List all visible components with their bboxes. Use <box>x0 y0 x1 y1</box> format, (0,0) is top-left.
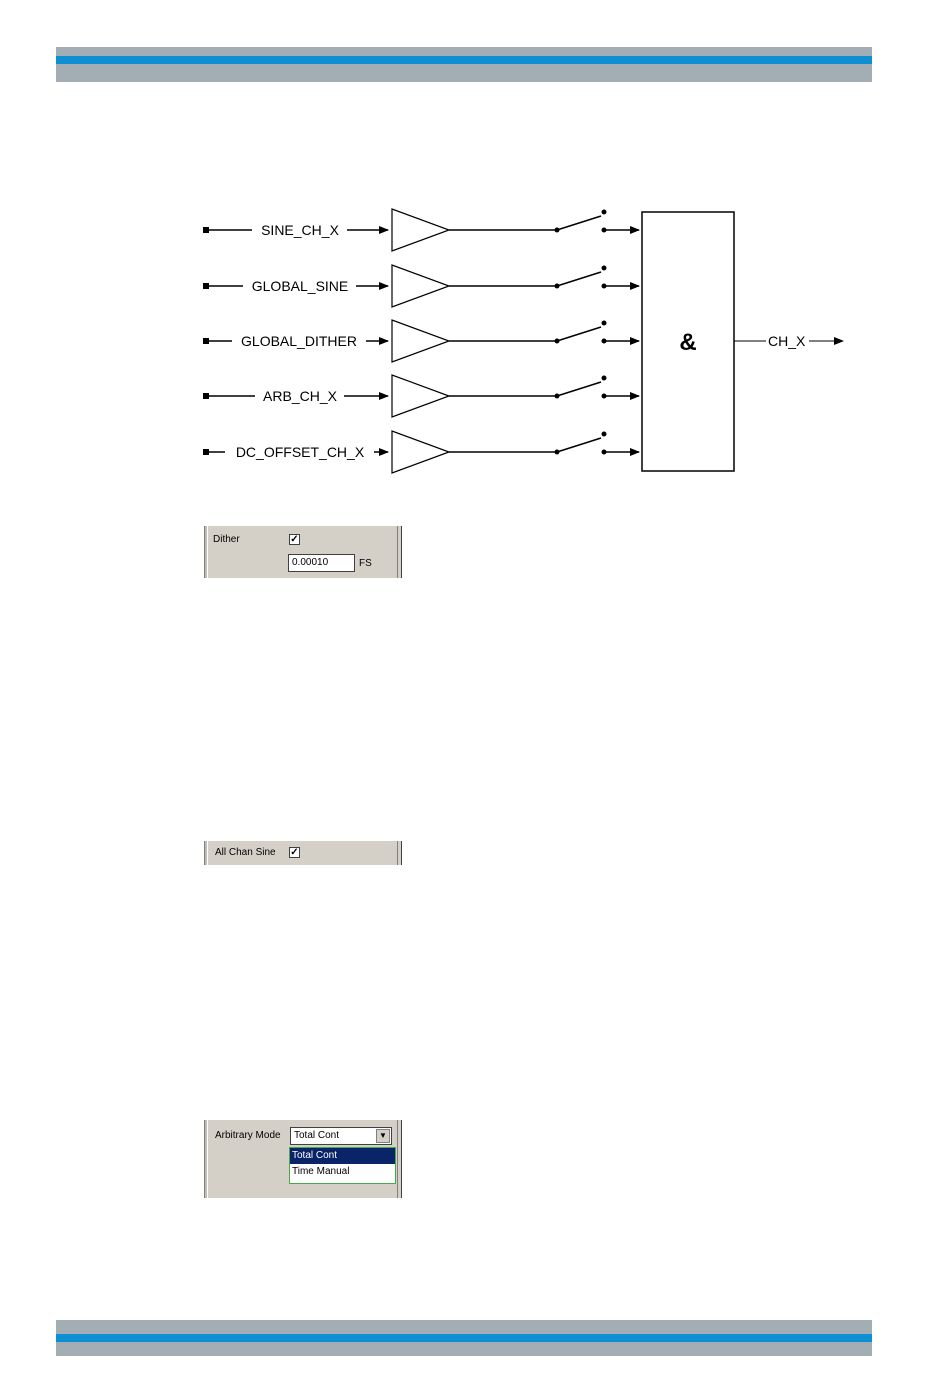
dropdown-option-total-cont[interactable]: Total Cont <box>290 1148 395 1164</box>
switch-blade-global-dither <box>557 327 601 341</box>
panel-left-edge <box>204 841 208 865</box>
panel-right-edge <box>397 1120 402 1198</box>
input-label-arb-ch-x: ARB_CH_X <box>263 388 338 404</box>
signal-routing-diagram: SINE_CH_X GLOBAL_SINE GLOBAL_DITHER ARB_CH_… <box>0 0 950 520</box>
dither-checkbox[interactable]: ✓ <box>289 534 300 545</box>
dither-panel: Dither ✓ 0.00010 FS <box>204 526 402 578</box>
panel-right-edge <box>397 841 402 865</box>
amplifier-arb-ch-x <box>392 375 449 417</box>
switch-contact-open-global-dither <box>602 321 607 326</box>
dither-unit: FS <box>359 558 372 569</box>
switch-blade-arb-ch-x <box>557 382 601 396</box>
input-label-global-dither: GLOBAL_DITHER <box>241 333 357 349</box>
input-terminal-arb-ch-x <box>203 393 209 399</box>
all-chan-sine-label: All Chan Sine <box>215 847 276 858</box>
panel-left-edge <box>204 526 208 578</box>
input-label-global-sine: GLOBAL_SINE <box>252 278 349 294</box>
dropdown-option-time-manual[interactable]: Time Manual <box>290 1164 395 1180</box>
switch-contact-open-sine-ch-x <box>602 210 607 215</box>
footer-band <box>56 1320 872 1356</box>
amplifier-sine-ch-x <box>392 209 449 251</box>
input-label-dc-offset-ch-x: DC_OFFSET_CH_X <box>236 444 365 460</box>
all-chan-sine-checkbox[interactable]: ✓ <box>289 847 300 858</box>
chevron-down-icon[interactable]: ▼ <box>376 1129 390 1143</box>
input-terminal-sine-ch-x <box>203 227 209 233</box>
amplifier-global-dither <box>392 320 449 362</box>
switch-blade-sine-ch-x <box>557 216 601 230</box>
amplifier-global-sine <box>392 265 449 307</box>
input-terminal-global-dither <box>203 338 209 344</box>
dither-amplitude-field[interactable]: 0.00010 <box>288 554 355 572</box>
amplifier-dc-offset-ch-x <box>392 431 449 473</box>
arbitrary-mode-label: Arbitrary Mode <box>215 1130 281 1141</box>
panel-right-edge <box>397 526 402 578</box>
switch-contact-open-dc-offset-ch-x <box>602 432 607 437</box>
input-terminal-global-sine <box>203 283 209 289</box>
panel-left-edge <box>204 1120 208 1198</box>
input-label-sine-ch-x: SINE_CH_X <box>261 222 339 238</box>
switch-contact-open-arb-ch-x <box>602 376 607 381</box>
arbitrary-mode-panel: Arbitrary Mode Total Cont ▼ Total Cont T… <box>204 1120 402 1198</box>
input-terminal-dc-offset-ch-x <box>203 449 209 455</box>
switch-blade-dc-offset-ch-x <box>557 438 601 452</box>
switch-contact-open-global-sine <box>602 266 607 271</box>
all-chan-sine-panel: All Chan Sine ✓ <box>204 841 402 865</box>
dither-label: Dither <box>213 534 240 545</box>
arbitrary-mode-dropdown-list: Total Cont Time Manual <box>289 1147 396 1184</box>
switch-blade-global-sine <box>557 272 601 286</box>
combiner-symbol: & <box>679 329 696 356</box>
output-label: CH_X <box>768 333 806 349</box>
